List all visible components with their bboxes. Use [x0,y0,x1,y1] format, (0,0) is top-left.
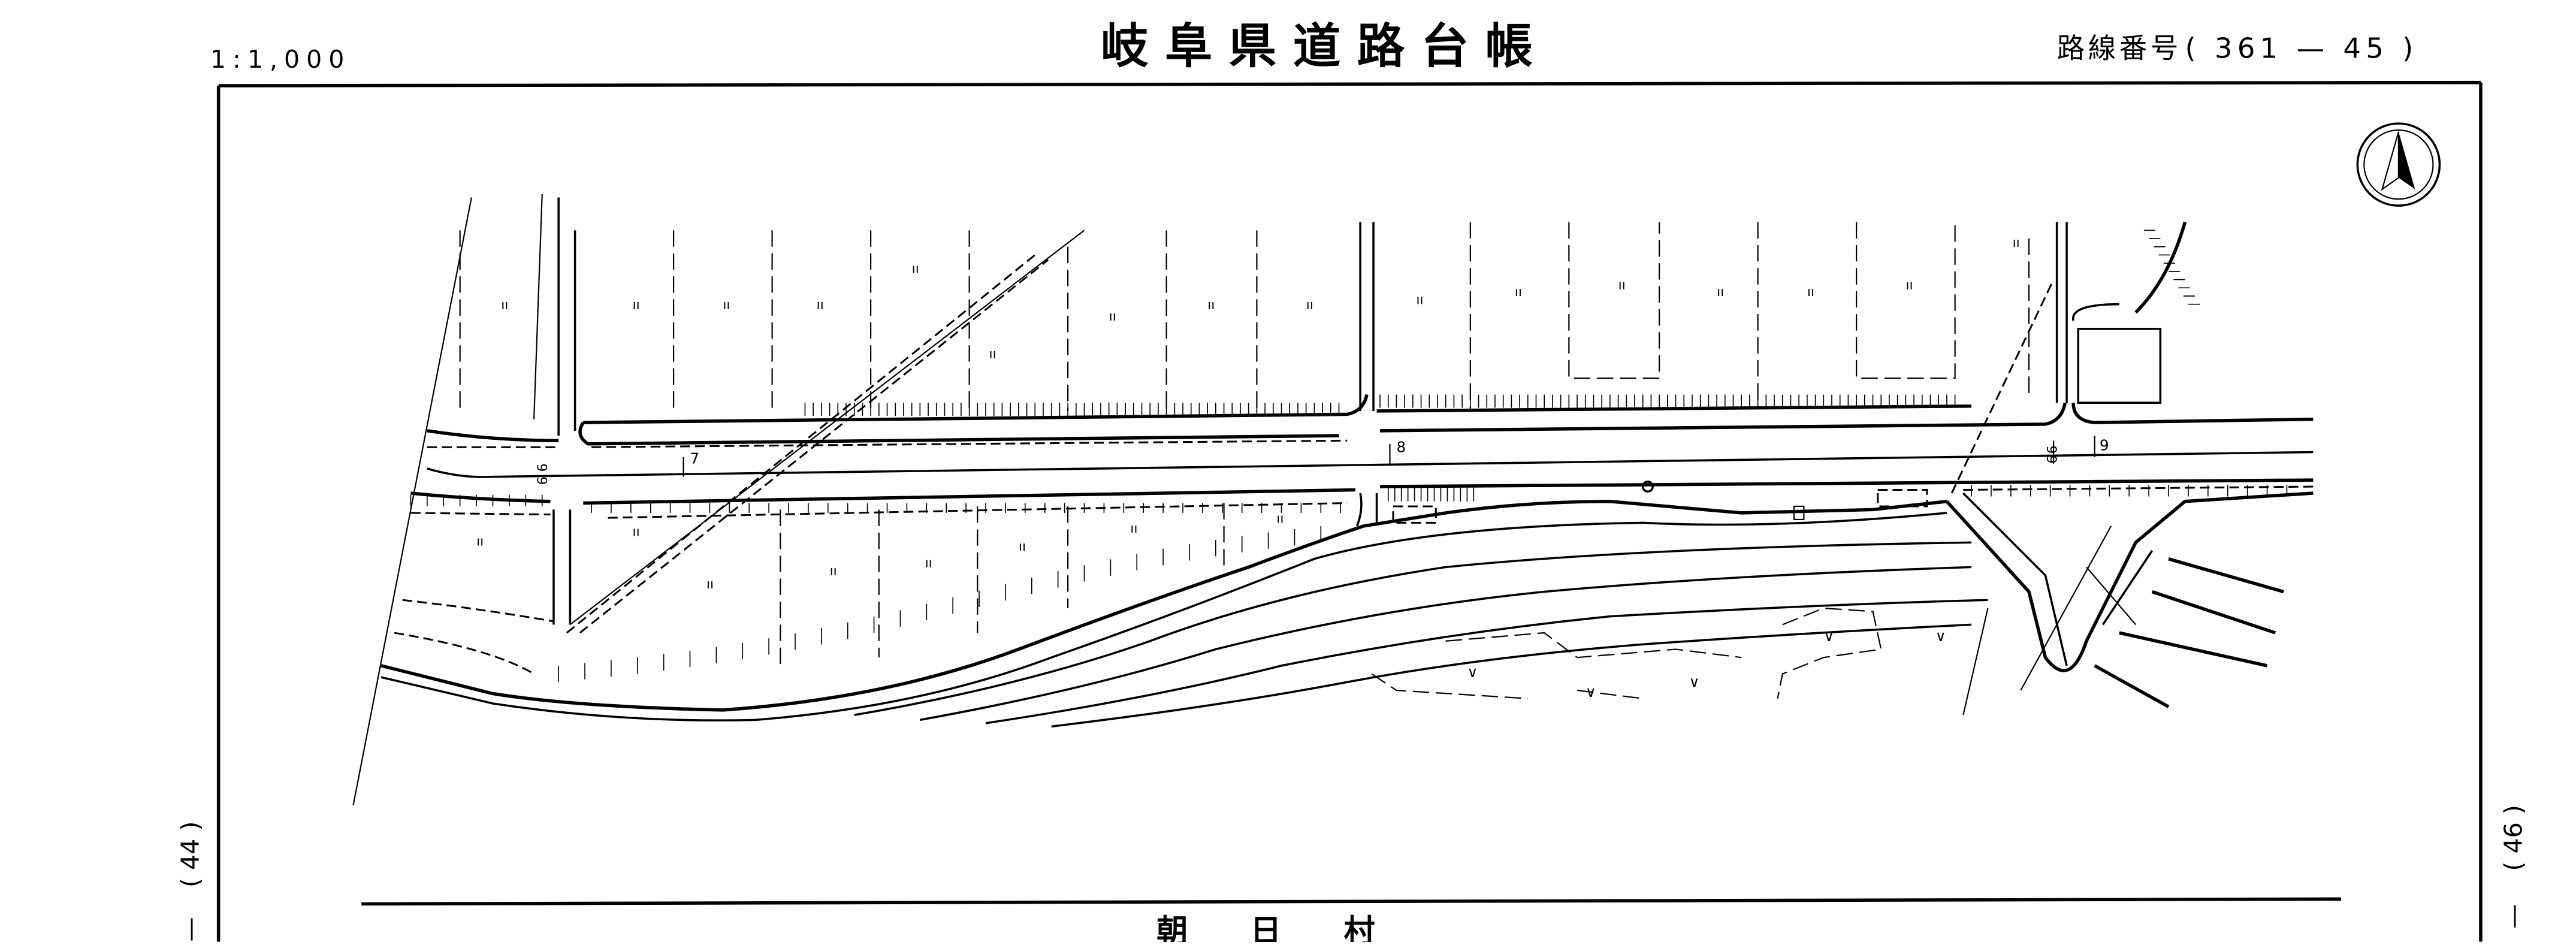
paddy-field-symbol: ıı [1618,278,1626,293]
forest-symbol: ∨ [1586,683,1596,701]
paddy-field-symbol: ıı [1109,309,1116,324]
paddy-field-symbol: ıı [1306,298,1313,313]
station-label: 6 [2046,455,2061,464]
station-label: 6 [536,476,551,485]
forest-symbol: ∨ [1467,663,1478,681]
municipality-name: 朝 日 村 [1156,913,1375,942]
paddy-field-symbol: ıı [723,298,730,313]
route-number-label: 路線番号 [2057,32,2182,64]
paddy-field-symbol: ıı [989,347,996,362]
paddy-field-symbol: ıı [1717,285,1724,300]
paddy-field-symbol: ıı [1905,278,1913,293]
paddy-field-symbol: ıı [1130,521,1137,536]
station-prefix-right: 6 [2046,445,2061,454]
embankment-hatching [410,230,2288,683]
map-frame [216,80,2483,942]
paddy-field-symbol: ıı [633,524,640,539]
paddy-field-symbol: ıı [1807,285,1814,300]
adjacent-sheet-left: ( 44 ) [176,821,205,887]
station-label: 8 [1396,438,1406,455]
culvert-structures [1392,481,1928,524]
paddy-field-symbol: ıı [2013,236,2020,250]
forest-symbol: ∨ [1689,674,1699,691]
station-markers: 6 7 8 6 9 6 6 [536,436,2109,485]
scale-label: 1:1,000 [210,45,351,74]
paddy-field-symbol: ıı [1416,293,1423,308]
station-prefix-left: 6 [536,463,551,472]
paddy-field-symbol: ıı [501,298,508,313]
paddy-field-symbol: ıı [830,564,837,579]
paddy-field-symbol: ıı [925,555,932,570]
adjacent-sheet-right: ( 46 ) [2499,805,2528,871]
station-label: 9 [2100,437,2109,454]
station-label: 7 [690,450,700,467]
north-arrow-icon [2356,122,2441,207]
paddy-field-symbol: ıı [1515,285,1522,300]
land-use-symbols: ıı ıı ıı ıı ıı ıı ıı ıı ıı ıı ıı ıı ıı ıı ıı ıı ıı ıı ıı ıı… [476,236,2020,701]
paddy-field-symbol: ıı [476,535,484,550]
forest-symbol: ∨ [1935,627,1946,645]
forest-symbol: ∨ [1823,627,1834,645]
paddy-field-symbol: ıı [1019,539,1026,554]
sheet-title: 岐阜県道路台帳 [1101,19,1549,74]
paddy-field-symbol: ıı [706,577,714,592]
paddy-field-symbol: ıı [1276,511,1284,526]
paddy-field-symbol: ıı [633,298,640,313]
paddy-field-symbol: ıı [912,262,919,277]
paddy-field-symbol: ıı [817,298,824,313]
adjacent-sheet-right-bar: — [2499,904,2528,928]
route-number-value: ( 361 — 45 ) [2185,32,2418,64]
paddy-field-symbol: ıı [1207,298,1215,313]
road-linework [352,194,2341,906]
adjacent-sheet-left-bar: — [176,917,205,941]
